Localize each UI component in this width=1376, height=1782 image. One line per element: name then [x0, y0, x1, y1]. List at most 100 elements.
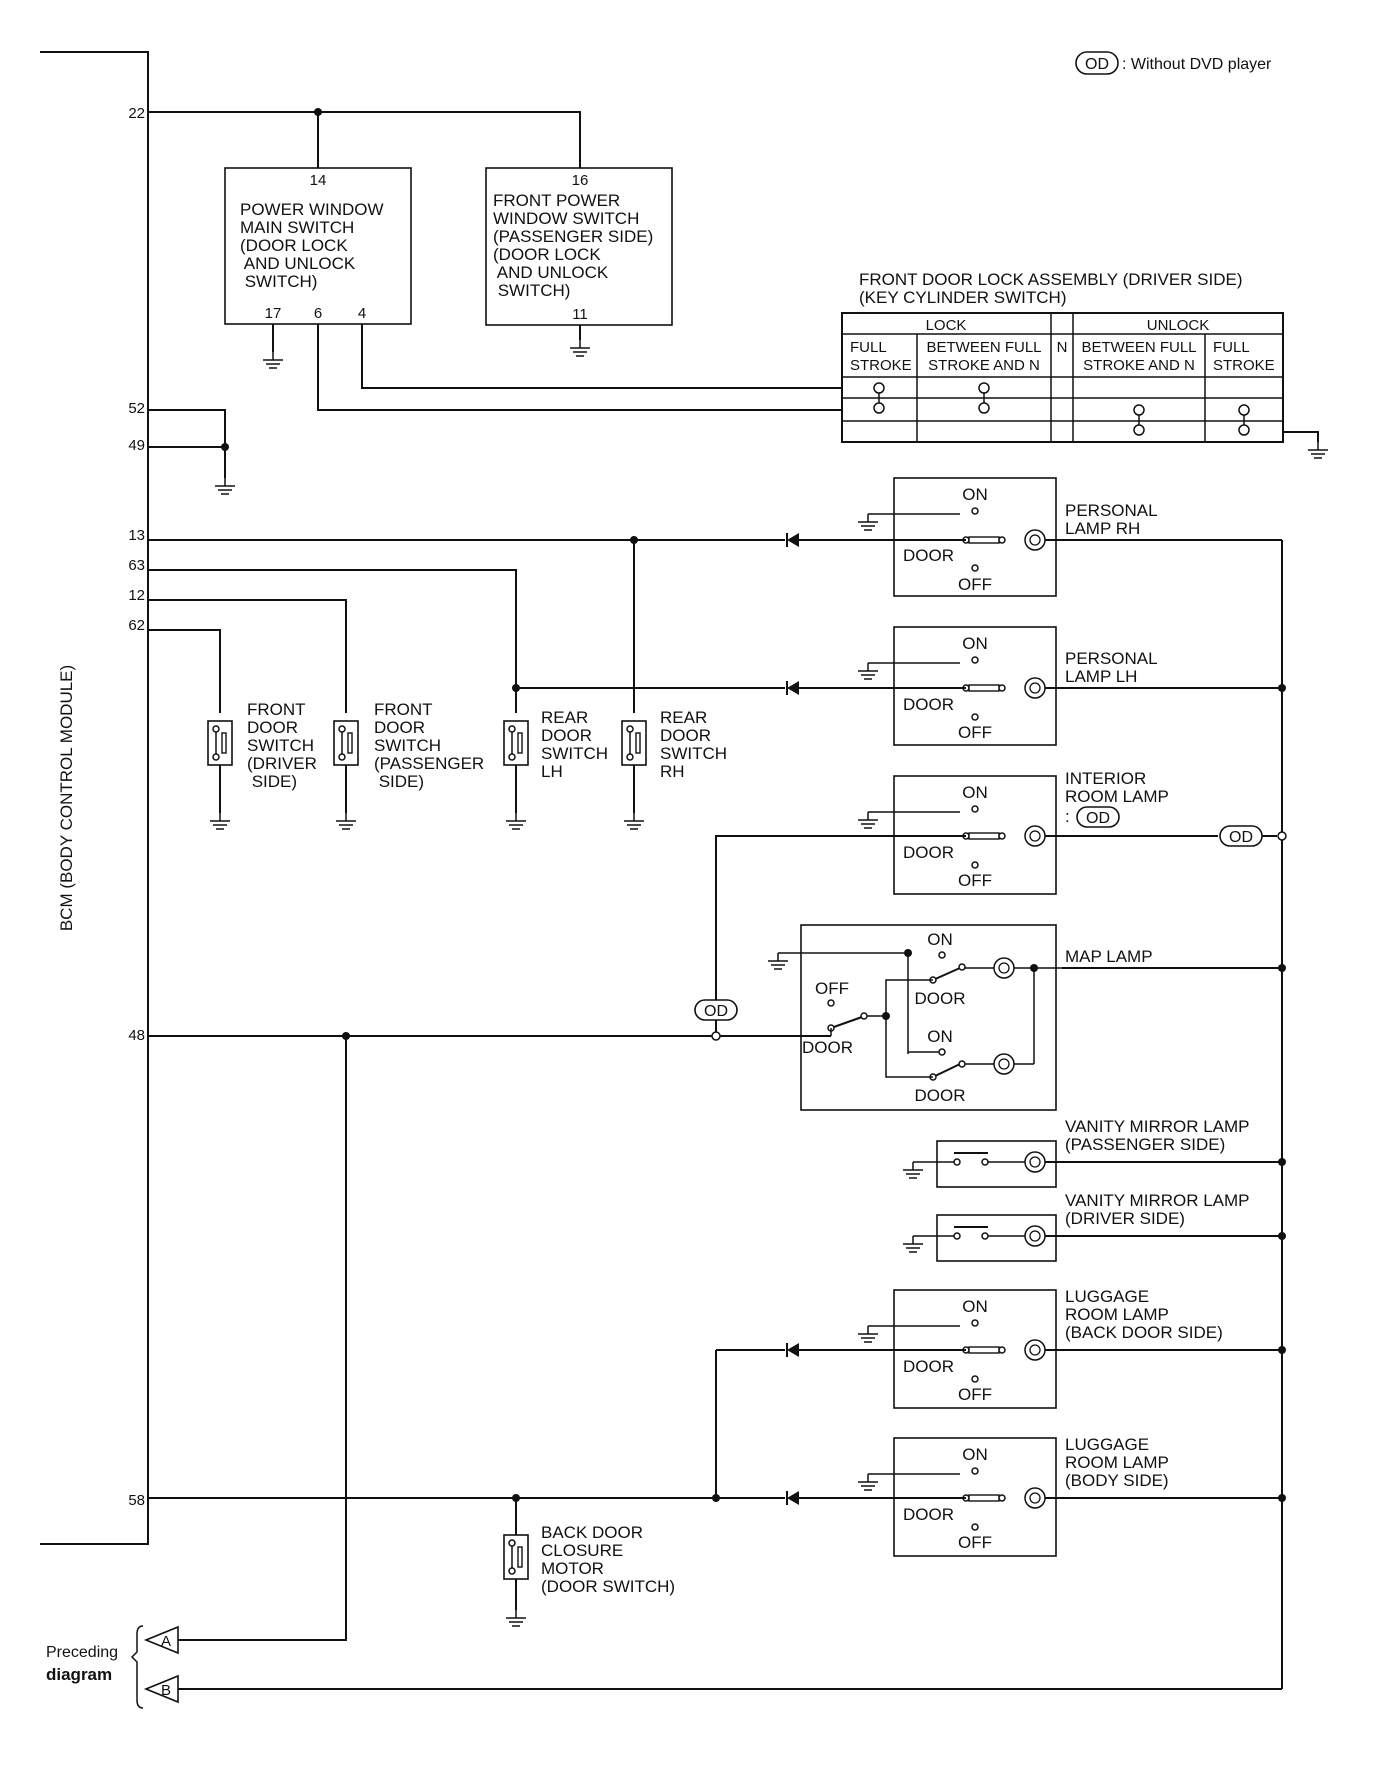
- personal-lamp-lh: ON DOOR OFF PERSONAL LAMP LH: [857, 626, 1158, 746]
- map-on-1: ON: [927, 930, 953, 949]
- fds-pass-2: DOOR: [374, 718, 425, 737]
- fpws-line-2: WINDOW SWITCH: [493, 209, 639, 228]
- fdla-col-1a: FULL: [850, 339, 887, 356]
- fdla-col-5a: FULL: [1213, 339, 1250, 356]
- preceding-line-2: diagram: [46, 1665, 112, 1684]
- bdcm-3: MOTOR: [541, 1559, 604, 1578]
- plh-door: DOOR: [903, 695, 954, 714]
- rds-rh-4: RH: [660, 762, 685, 781]
- front-door-switch-passenger: FRONT DOOR SWITCH (PASSENGER SIDE): [374, 700, 484, 791]
- front-door-switch-driver: FRONT DOOR SWITCH (DRIVER SIDE): [247, 700, 317, 791]
- pws-line-2: MAIN SWITCH: [240, 218, 354, 237]
- pws-line-1: POWER WINDOW: [240, 200, 384, 219]
- prh-label-1: PERSONAL: [1065, 501, 1158, 520]
- fpws-pin-11: 11: [572, 306, 588, 323]
- back-door-closure-motor: BACK DOOR CLOSURE MOTOR (DOOR SWITCH): [541, 1523, 675, 1596]
- fpws-line-3: (PASSENGER SIDE): [493, 227, 653, 246]
- pws-pin-6: 6: [314, 305, 322, 322]
- front-door-lock-assembly: FRONT DOOR LOCK ASSEMBLY (DRIVER SIDE) (…: [841, 270, 1284, 443]
- wires-lamps: OD OD: [148, 532, 1287, 1690]
- bcm-pin-48: 48: [128, 1027, 145, 1044]
- luggage-room-lamp-back-door: ON DOOR OFF LUGGAGE ROOM LAMP (BACK DOOR…: [857, 1287, 1223, 1409]
- fds-pass-4: (PASSENGER: [374, 754, 484, 773]
- rear-door-switch-rh: REAR DOOR SWITCH RH: [660, 708, 727, 781]
- irl-label-1: INTERIOR: [1065, 769, 1146, 788]
- vml-pass-label-1: VANITY MIRROR LAMP: [1065, 1117, 1250, 1136]
- wires-top: [148, 108, 1329, 495]
- irl-off: OFF: [958, 871, 992, 890]
- map-lamp-label: MAP LAMP: [1065, 947, 1153, 966]
- fds-drv-2: DOOR: [247, 718, 298, 737]
- bcm-pin-49: 49: [128, 437, 145, 454]
- prh-on: ON: [962, 485, 988, 504]
- lrb-off: OFF: [958, 1385, 992, 1404]
- fds-pass-1: FRONT: [374, 700, 433, 719]
- bcm-pin-58: 58: [128, 1492, 145, 1509]
- preceding-line-1: Preceding: [46, 1644, 118, 1661]
- rds-rh-3: SWITCH: [660, 744, 727, 763]
- lrbody-label-3: (BODY SIDE): [1065, 1471, 1169, 1490]
- fdla-title-2: (KEY CYLINDER SWITCH): [859, 288, 1067, 307]
- lrbody-off: OFF: [958, 1533, 992, 1552]
- fdla-col-2a: BETWEEN FULL: [926, 339, 1041, 356]
- rear-door-switch-lh: REAR DOOR SWITCH LH: [541, 708, 608, 781]
- fds-pass-3: SWITCH: [374, 736, 441, 755]
- vml-pass-label-2: (PASSENGER SIDE): [1065, 1135, 1225, 1154]
- fpws-line-4: (DOOR LOCK: [493, 245, 601, 264]
- irl-wire-od: OD: [1229, 829, 1253, 846]
- fds-pass-5: SIDE): [374, 772, 424, 791]
- fpws-line-5: AND UNLOCK: [493, 263, 609, 282]
- fdla-group-unlock: UNLOCK: [1147, 317, 1210, 334]
- fdla-col-5b: STROKE: [1213, 357, 1275, 374]
- rds-lh-4: LH: [541, 762, 563, 781]
- lrbody-label-2: ROOM LAMP: [1065, 1453, 1169, 1472]
- irl-label-3: :: [1065, 807, 1070, 826]
- fpws-line-1: FRONT POWER: [493, 191, 620, 210]
- rds-lh-1: REAR: [541, 708, 588, 727]
- bcm-pin-12: 12: [128, 587, 145, 604]
- interior-room-lamp: ON DOOR OFF INTERIOR ROOM LAMP : OD: [857, 769, 1169, 895]
- lrbody-door: DOOR: [903, 1505, 954, 1524]
- bcm-pin-22: 22: [128, 105, 145, 122]
- pin48-od: OD: [704, 1003, 728, 1020]
- lrb-label-3: (BACK DOOR SIDE): [1065, 1323, 1223, 1342]
- connector-a: A: [161, 1633, 171, 1650]
- irl-on: ON: [962, 783, 988, 802]
- bcm-pin-52: 52: [128, 400, 145, 417]
- fdla-col-4a: BETWEEN FULL: [1081, 339, 1196, 356]
- preceding-diagram: Preceding diagram A B: [46, 1625, 179, 1709]
- prh-off: OFF: [958, 575, 992, 594]
- map-lamp: ON DOOR ON DOOR OFF DOOR MAP LAMP: [767, 924, 1153, 1111]
- connector-b: B: [161, 1682, 171, 1699]
- bcm-label: BCM (BODY CONTROL MODULE): [57, 665, 76, 931]
- front-power-window-switch: 16 FRONT POWER WINDOW SWITCH (PASSENGER …: [485, 167, 673, 326]
- fds-drv-4: (DRIVER: [247, 754, 317, 773]
- fdla-title-1: FRONT DOOR LOCK ASSEMBLY (DRIVER SIDE): [859, 270, 1243, 289]
- lrb-label-2: ROOM LAMP: [1065, 1305, 1169, 1324]
- legend: OD : Without DVD player: [1075, 51, 1272, 75]
- personal-lamp-rh: ON DOOR OFF PERSONAL LAMP RH: [857, 477, 1158, 597]
- bdcm-1: BACK DOOR: [541, 1523, 643, 1542]
- map-door-1: DOOR: [915, 989, 966, 1008]
- plh-on: ON: [962, 634, 988, 653]
- irl-label-2: ROOM LAMP: [1065, 787, 1169, 806]
- lrbody-on: ON: [962, 1445, 988, 1464]
- map-on-2: ON: [927, 1027, 953, 1046]
- pws-pin-4: 4: [358, 305, 366, 322]
- map-off: OFF: [815, 979, 849, 998]
- legend-od-meaning: : Without DVD player: [1122, 56, 1272, 73]
- fdla-col-4b: STROKE AND N: [1083, 357, 1195, 374]
- bcm-module: BCM (BODY CONTROL MODULE) 22 52 49 13 63…: [40, 51, 149, 1545]
- plh-label-2: LAMP LH: [1065, 667, 1137, 686]
- bcm-pin-62: 62: [128, 617, 145, 634]
- map-door-3: DOOR: [802, 1038, 853, 1057]
- fdla-group-n: N: [1057, 339, 1068, 356]
- pws-line-4: AND UNLOCK: [240, 254, 356, 273]
- bdcm-2: CLOSURE: [541, 1541, 623, 1560]
- fds-drv-5: SIDE): [247, 772, 297, 791]
- vanity-mirror-lamp-passenger: VANITY MIRROR LAMP (PASSENGER SIDE): [902, 1117, 1250, 1188]
- fds-drv-1: FRONT: [247, 700, 306, 719]
- bcm-pin-63: 63: [128, 557, 145, 574]
- lrb-door: DOOR: [903, 1357, 954, 1376]
